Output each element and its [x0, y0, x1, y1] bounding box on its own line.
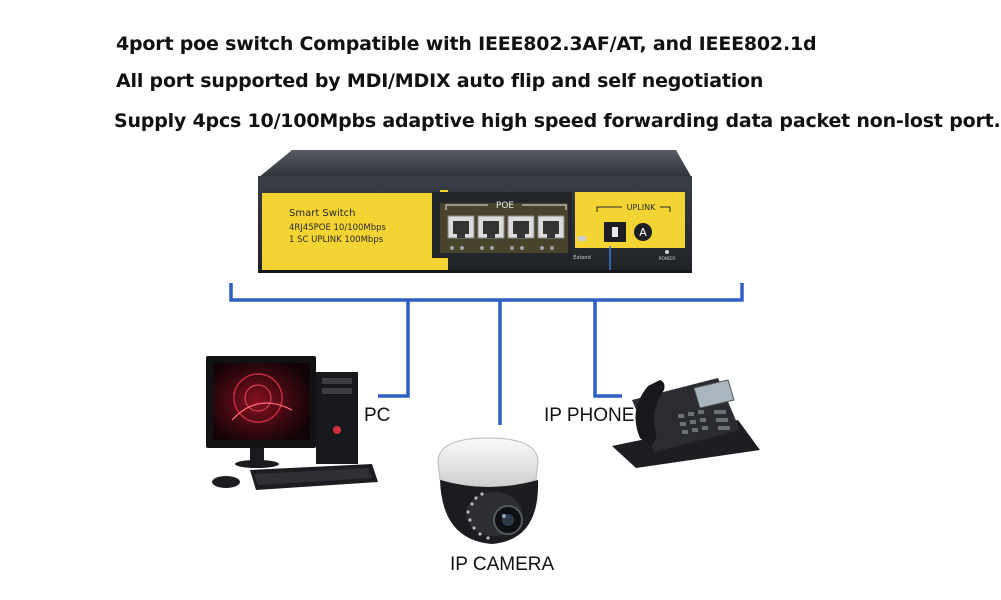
- connection-lines: [229, 283, 744, 425]
- extend-switch-label: Extend: [573, 255, 591, 261]
- poe-switch: Smart Switch 4RJ45POE 10/100Mbps 1 SC UP…: [258, 150, 692, 273]
- extend-switch[interactable]: [578, 236, 586, 241]
- rj45-port-3[interactable]: [507, 215, 535, 239]
- headline-compatibility: 4port poe switch Compatible with IEEE802…: [116, 33, 817, 55]
- switch-spec-2: 1 SC UPLINK 100Mbps: [289, 235, 384, 245]
- svg-text:A: A: [639, 226, 647, 239]
- switch-yellow-panel: [262, 190, 448, 270]
- ip-camera-device: [437, 437, 539, 544]
- power-label: POWER: [659, 256, 676, 262]
- rj45-port-4[interactable]: [537, 215, 565, 239]
- poe-group-label: POE: [496, 201, 515, 211]
- switch-name: Smart Switch: [289, 208, 356, 219]
- port-leds: [450, 246, 554, 250]
- rj45-port-2[interactable]: [477, 215, 505, 239]
- ip-camera-label: IP CAMERA: [450, 554, 555, 575]
- switch-spec-1: 4RJ45POE 10/100Mbps: [289, 223, 387, 233]
- network-diagram: Smart Switch 4RJ45POE 10/100Mbps 1 SC UP…: [206, 150, 760, 544]
- pc-label: PC: [364, 405, 391, 426]
- uplink-a-badge: A: [634, 223, 652, 241]
- ip-phone-device: [612, 378, 760, 468]
- uplink-group-label: UPLINK: [627, 203, 656, 212]
- sc-uplink-port[interactable]: [604, 222, 626, 242]
- rj45-port-1[interactable]: [447, 215, 475, 239]
- pc-device: [206, 356, 378, 490]
- power-led: [665, 250, 669, 254]
- headline-port-speed: Supply 4pcs 10/100Mpbs adaptive high spe…: [114, 110, 1001, 132]
- ip-phone-label: IP PHONE: [544, 405, 635, 426]
- headline-mdi-mdix: All port supported by MDI/MDIX auto flip…: [116, 70, 764, 92]
